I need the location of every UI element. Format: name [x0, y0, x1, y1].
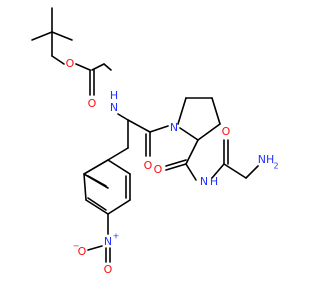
bond — [87, 175, 107, 187]
bond — [149, 125, 169, 133]
bond — [51, 31, 73, 41]
bond — [87, 245, 103, 251]
bond — [51, 55, 65, 65]
amide-hydrogen-label: H — [210, 175, 218, 188]
bond — [127, 119, 151, 133]
nitro-plus-label: + — [113, 232, 120, 241]
bond — [85, 199, 109, 215]
bond — [31, 31, 53, 41]
amide-nitrogen-label: N — [200, 175, 208, 188]
carbamate-hydrogen-label: H — [110, 89, 118, 102]
bond — [117, 113, 129, 121]
amide-oxygen-label: O — [144, 159, 153, 172]
bond — [211, 163, 225, 179]
bond — [165, 163, 187, 171]
bond — [107, 159, 131, 175]
bond — [83, 159, 109, 175]
bond — [75, 63, 91, 71]
bond — [211, 97, 221, 125]
bond — [107, 147, 129, 161]
bond — [185, 163, 197, 181]
ester-oxygen-label: O — [66, 57, 75, 70]
bond — [103, 63, 112, 71]
bond — [83, 173, 87, 201]
bond — [107, 199, 131, 215]
bond — [245, 165, 259, 179]
boc-carbonyl-oxygen-label: O — [88, 97, 97, 110]
amine-subscript-label: 2 — [273, 162, 278, 171]
nitro-anion-oxygen-label: O — [78, 245, 87, 258]
bond — [197, 123, 221, 141]
atom-labels: O O N H O N O N H O NH 2 N + O − O — [66, 57, 279, 276]
nitro-double-oxygen-label: O — [104, 263, 113, 276]
bond — [179, 127, 199, 141]
bond — [165, 159, 187, 167]
bond — [87, 197, 107, 211]
carbamate-nitrogen-label: N — [110, 101, 118, 114]
amine-nitrogen-label: NH — [258, 153, 275, 166]
bond — [185, 139, 199, 165]
glycine-oxygen-label: O — [222, 125, 231, 138]
molecule-diagram: O O N H O N O N H O NH 2 N + O − O — [31, 7, 279, 276]
proline-amide-oxygen-label: O — [154, 163, 163, 176]
bond — [91, 63, 105, 71]
bond — [223, 163, 247, 179]
bond — [177, 97, 187, 125]
nitro-minus-label: − — [73, 242, 80, 251]
nitro-nitrogen-label: N — [104, 235, 112, 248]
bonds — [31, 7, 259, 263]
proline-nitrogen-label: N — [170, 121, 178, 134]
